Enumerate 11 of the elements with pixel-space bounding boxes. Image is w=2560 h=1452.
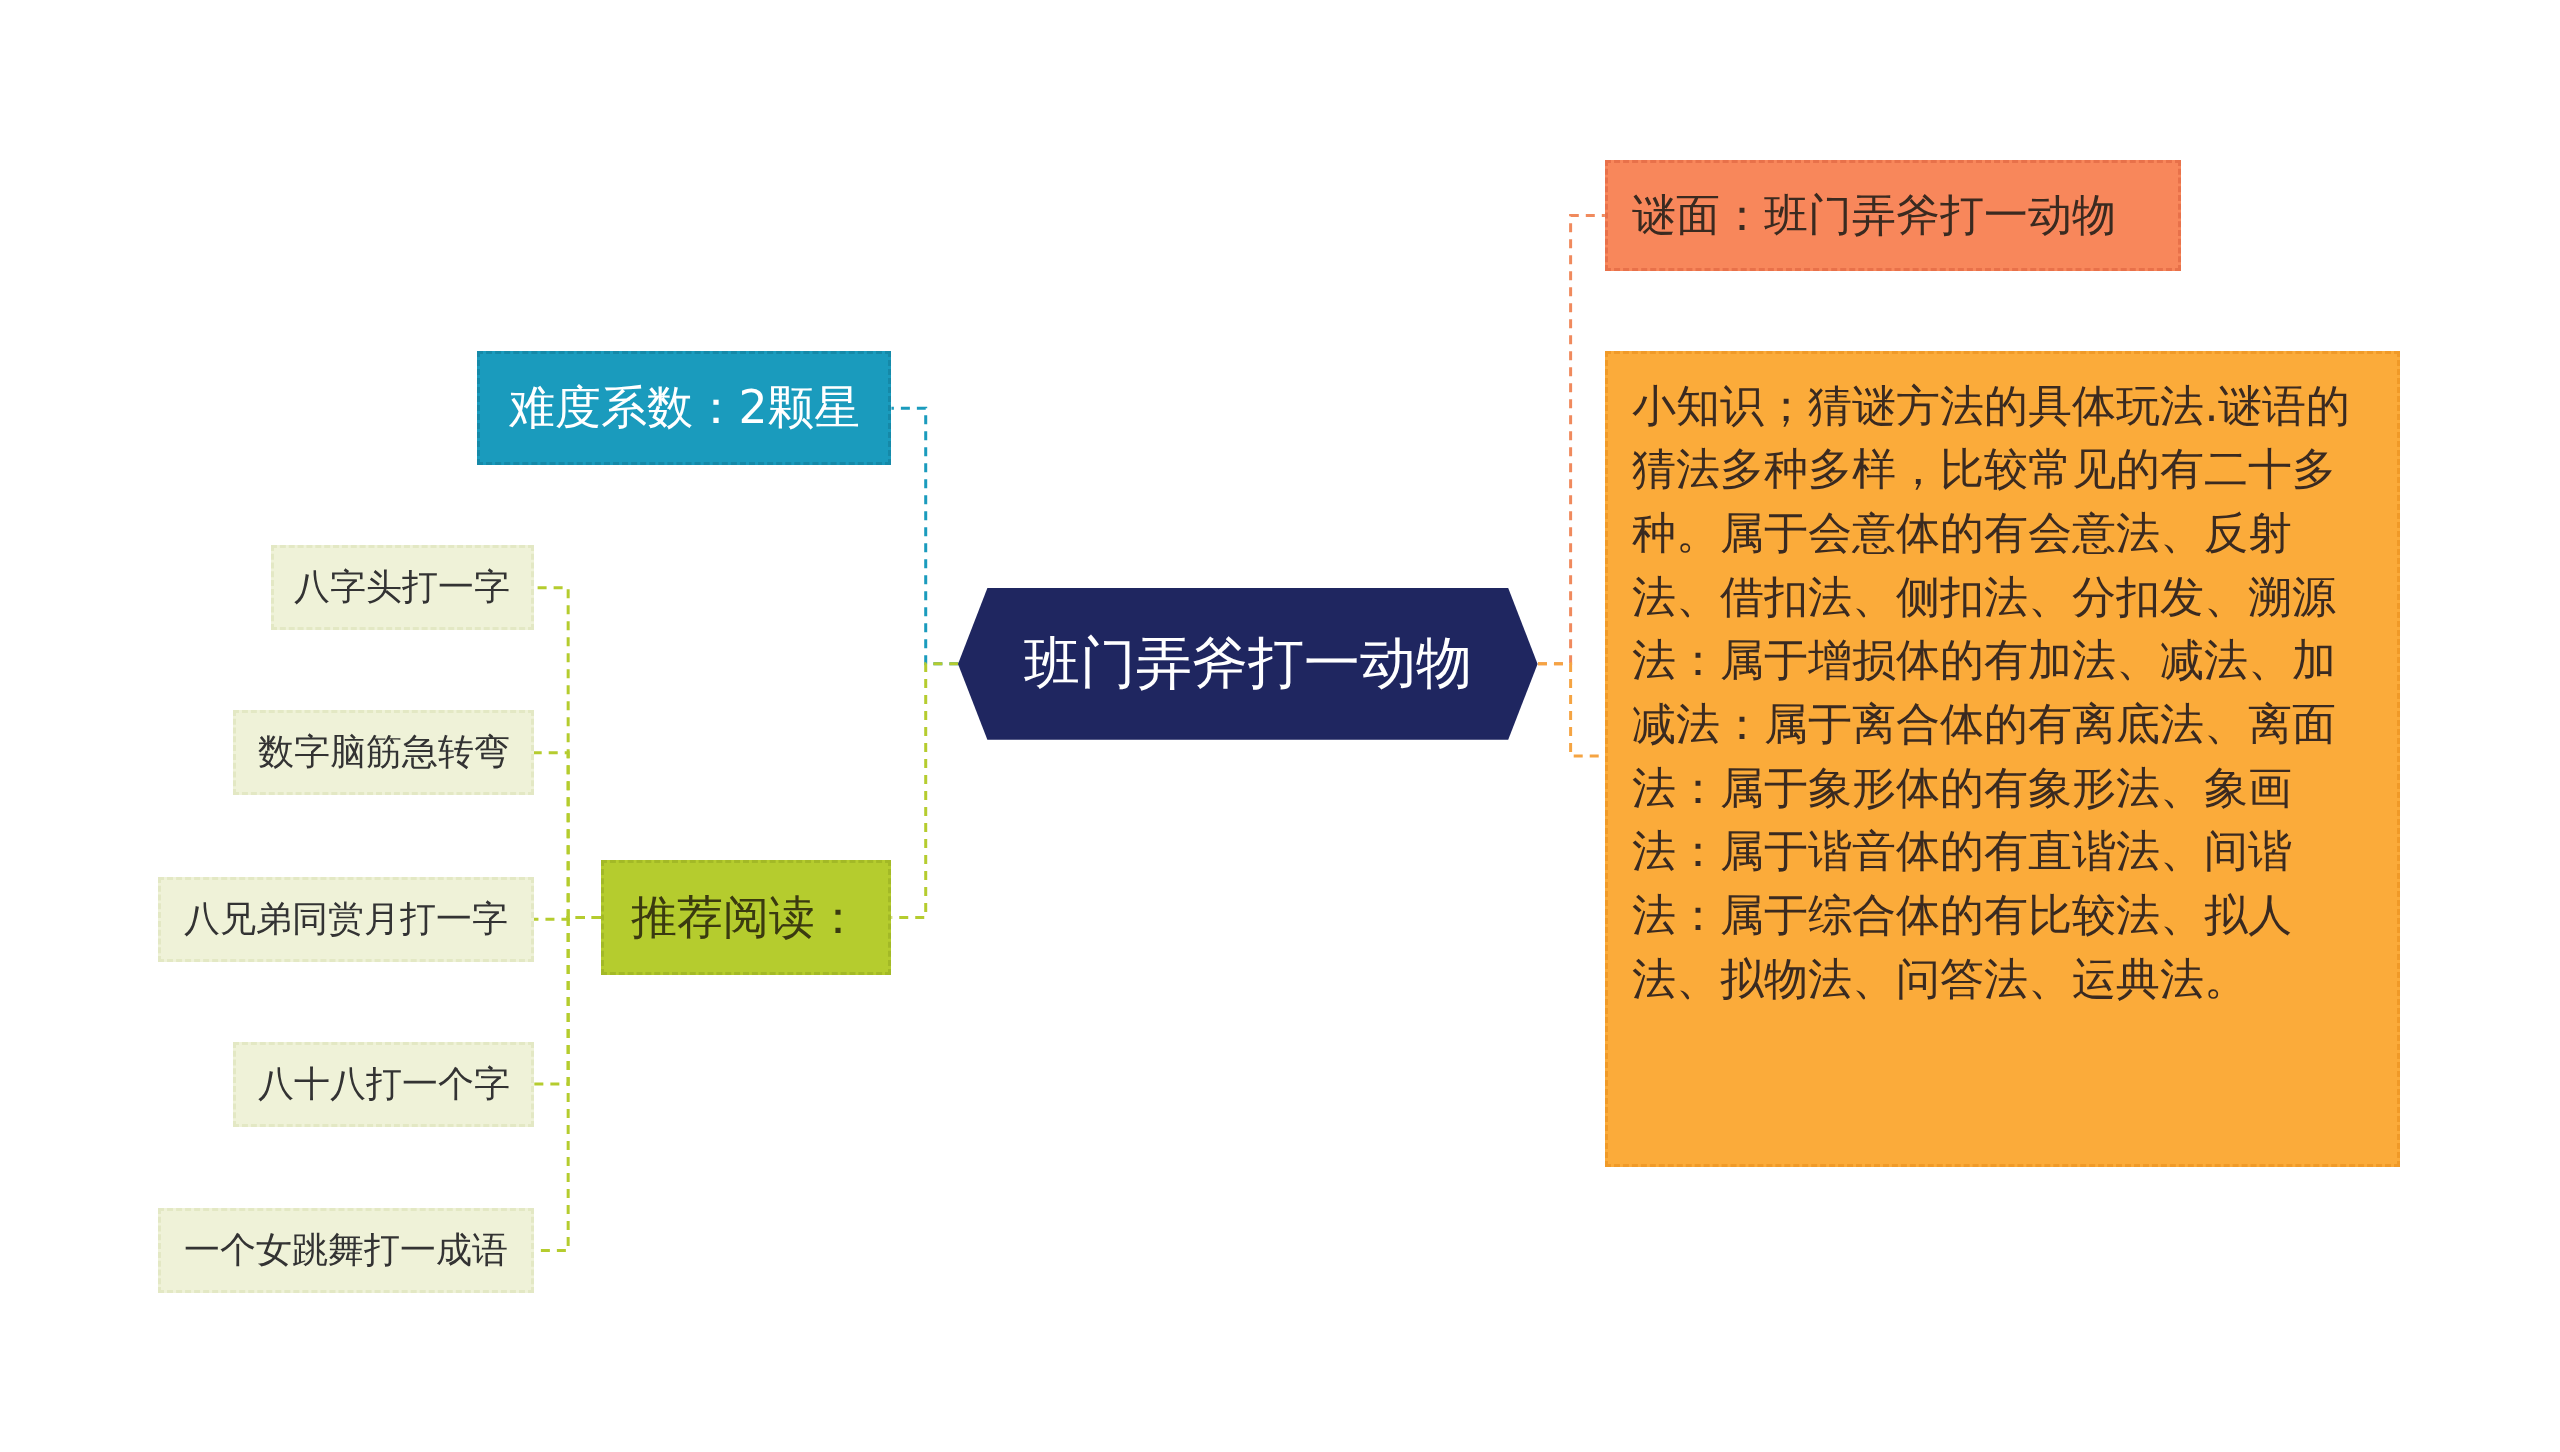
note-box: 小知识；猜谜方法的具体玩法.谜语的猜法多种多样，比较常见的有二十多种。属于会意体的有会意法、反射法、借扣法、侧扣法、分扣发、溯源法：属于增损体的有加法、减法、加减法：属于离合体的有离底法、离面法：属于象形体的有象形法、象画法：属于谐音体的有直谐法、间谐法：属于综合体的有比较法、拟人法、拟物法、问答法、运典法。 xyxy=(1604,351,2400,1168)
link-box: 八十八打一个字 xyxy=(233,1041,534,1127)
link-box: 数字脑筋急转弯 xyxy=(233,710,534,796)
topic-hexagon: 班门弄斧打一动物 xyxy=(958,587,1538,740)
connector xyxy=(891,662,959,920)
difficulty-box: 难度系数：2颗星 xyxy=(476,351,892,466)
link-box: 八兄弟同赏月打一字 xyxy=(158,876,534,962)
link-box: 八字头打一字 xyxy=(271,545,534,631)
riddle-box: 谜面：班门弄斧打一动物 xyxy=(1604,160,2182,271)
link-box: 一个女跳舞打一成语 xyxy=(158,1208,534,1294)
reading-box: 推荐阅读： xyxy=(600,860,892,975)
